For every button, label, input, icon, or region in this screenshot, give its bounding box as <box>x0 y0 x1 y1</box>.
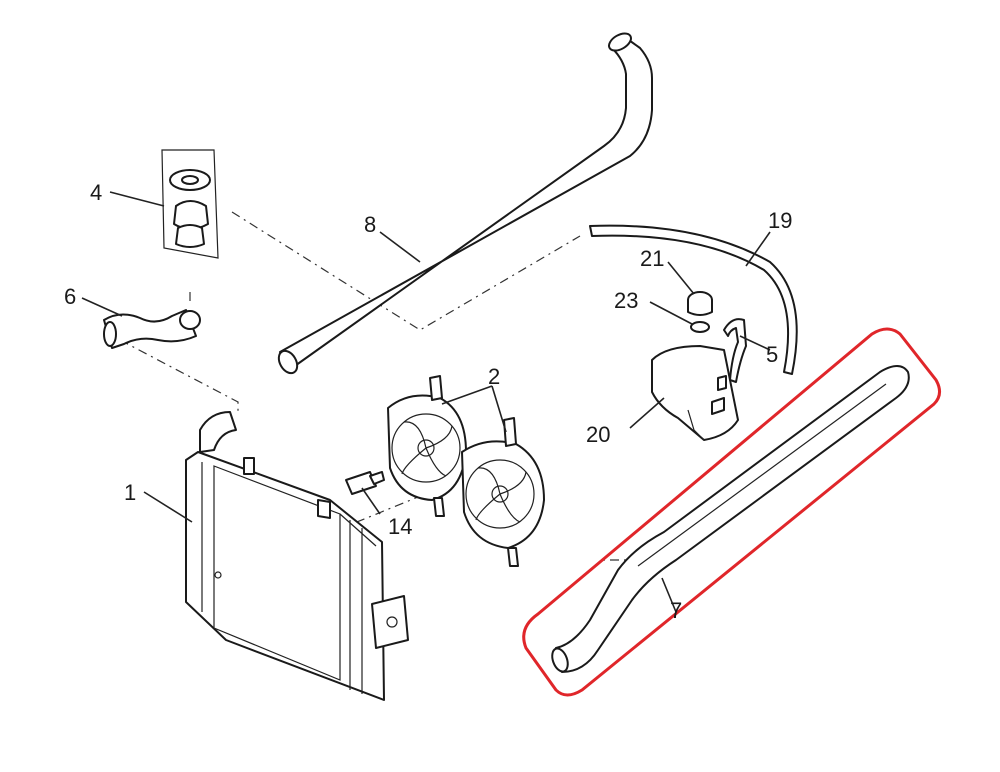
label-part-8: 8 <box>364 212 376 237</box>
part-14-switch[interactable] <box>345 471 385 495</box>
label-part-1: 1 <box>124 480 136 505</box>
part-2-fan-pair[interactable] <box>387 375 545 567</box>
part-21-reservoir-cap[interactable] <box>687 291 713 316</box>
part-5-hose-clip[interactable] <box>723 318 747 383</box>
part-19-overflow-tube[interactable] <box>589 224 798 375</box>
part-7-lower-hose[interactable] <box>549 365 910 674</box>
leader-lines <box>81 191 771 613</box>
label-part-6: 6 <box>64 284 76 309</box>
fan-left <box>387 375 467 501</box>
part-number-labels: 4 6 8 1 14 2 19 21 23 5 20 7 <box>64 180 792 623</box>
label-part-7: 7 <box>670 598 682 623</box>
label-part-5: 5 <box>766 342 778 367</box>
part-20-reservoir[interactable] <box>651 345 739 441</box>
label-part-4: 4 <box>90 180 102 205</box>
part-6-elbow-hose[interactable] <box>103 309 201 349</box>
label-part-14: 14 <box>388 514 412 539</box>
part-1-radiator[interactable] <box>185 411 409 701</box>
part-8-upper-hose[interactable] <box>275 30 653 376</box>
label-part-2: 2 <box>488 364 500 389</box>
fan-right <box>433 417 545 567</box>
label-part-23: 23 <box>614 288 638 313</box>
label-part-19: 19 <box>768 208 792 233</box>
highlight-frame <box>522 327 941 697</box>
label-part-20: 20 <box>586 422 610 447</box>
label-part-21: 21 <box>640 246 664 271</box>
part-4-cap-kit[interactable] <box>161 149 219 259</box>
part-23-seal-washer[interactable] <box>690 321 710 333</box>
